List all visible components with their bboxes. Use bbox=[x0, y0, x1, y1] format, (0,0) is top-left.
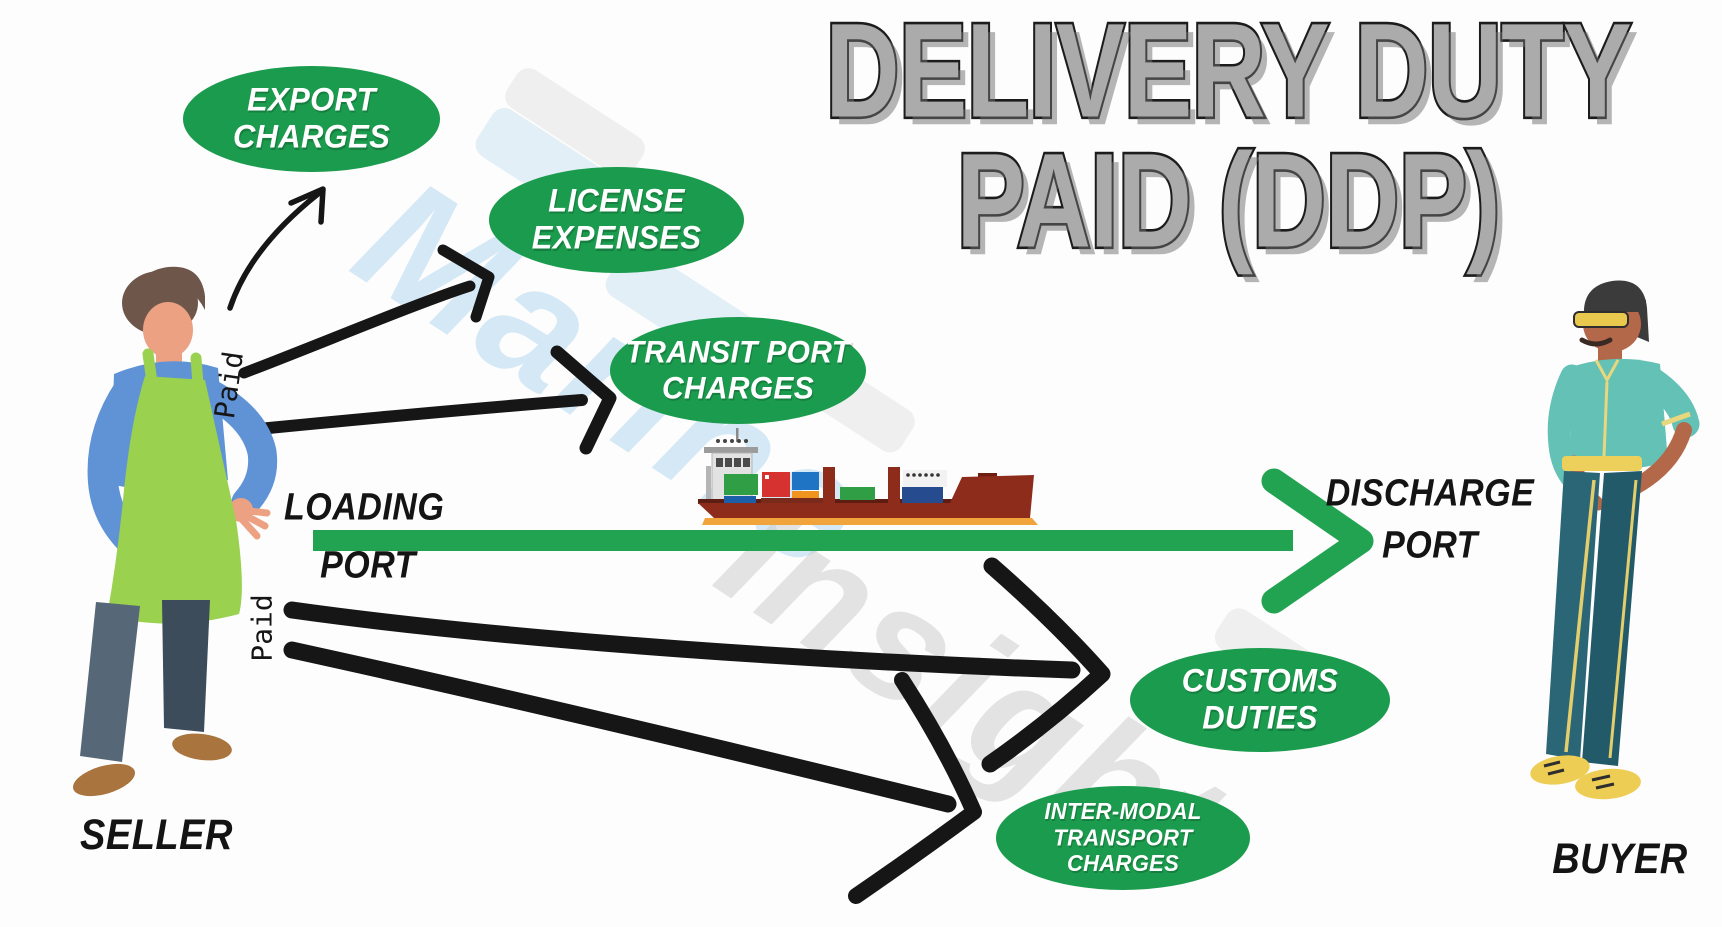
page-title: DELIVERY DUTY PAID (DDP) bbox=[742, 0, 1714, 275]
discharge-port-label-line1: DISCHARGE bbox=[1325, 472, 1535, 515]
loading-port-label-line2: PORT bbox=[320, 544, 416, 587]
bubble-export-charges: EXPORT CHARGES bbox=[183, 66, 440, 172]
buyer-label: BUYER bbox=[1552, 836, 1688, 884]
bubble-license-expenses-label: LICENSE EXPENSES bbox=[531, 182, 702, 257]
title-line-1: DELIVERY DUTY bbox=[823, 0, 1633, 146]
bubble-customs-duties: CUSTOMS DUTIES bbox=[1130, 648, 1390, 752]
arrow-to-export-charges bbox=[227, 186, 326, 311]
cargo-ship-illustration bbox=[698, 428, 1038, 525]
buyer-figure bbox=[1530, 280, 1700, 800]
discharge-port-label-line2: PORT bbox=[1382, 524, 1478, 567]
bubble-transit-port-charges-label: TRANSIT PORT CHARGES bbox=[625, 334, 851, 406]
arrow-to-license-expenses bbox=[238, 244, 495, 379]
route-arrow bbox=[313, 468, 1374, 614]
loading-port-label-line1: LOADING bbox=[284, 486, 445, 529]
title-line-2: PAID (DDP) bbox=[954, 125, 1502, 275]
bubble-export-charges-label: EXPORT CHARGES bbox=[232, 81, 391, 156]
seller-figure bbox=[72, 266, 278, 797]
arrow-to-customs-duties bbox=[283, 557, 1111, 773]
paid-label-bottom: Paid bbox=[245, 594, 279, 662]
bubble-inter-modal-label: INTER-MODAL TRANSPORT CHARGES bbox=[1044, 797, 1202, 877]
bubble-customs-duties-label: CUSTOMS DUTIES bbox=[1181, 662, 1339, 737]
bubble-inter-modal-transport-charges: INTER-MODAL TRANSPORT CHARGES bbox=[996, 786, 1250, 890]
bubble-license-expenses: LICENSE EXPENSES bbox=[489, 167, 744, 273]
arrow-to-transit-port-charges bbox=[242, 345, 617, 455]
arrow-to-inter-modal-charges bbox=[283, 641, 982, 904]
bubble-transit-port-charges: TRANSIT PORT CHARGES bbox=[610, 317, 866, 424]
seller-label: SELLER bbox=[80, 812, 233, 860]
